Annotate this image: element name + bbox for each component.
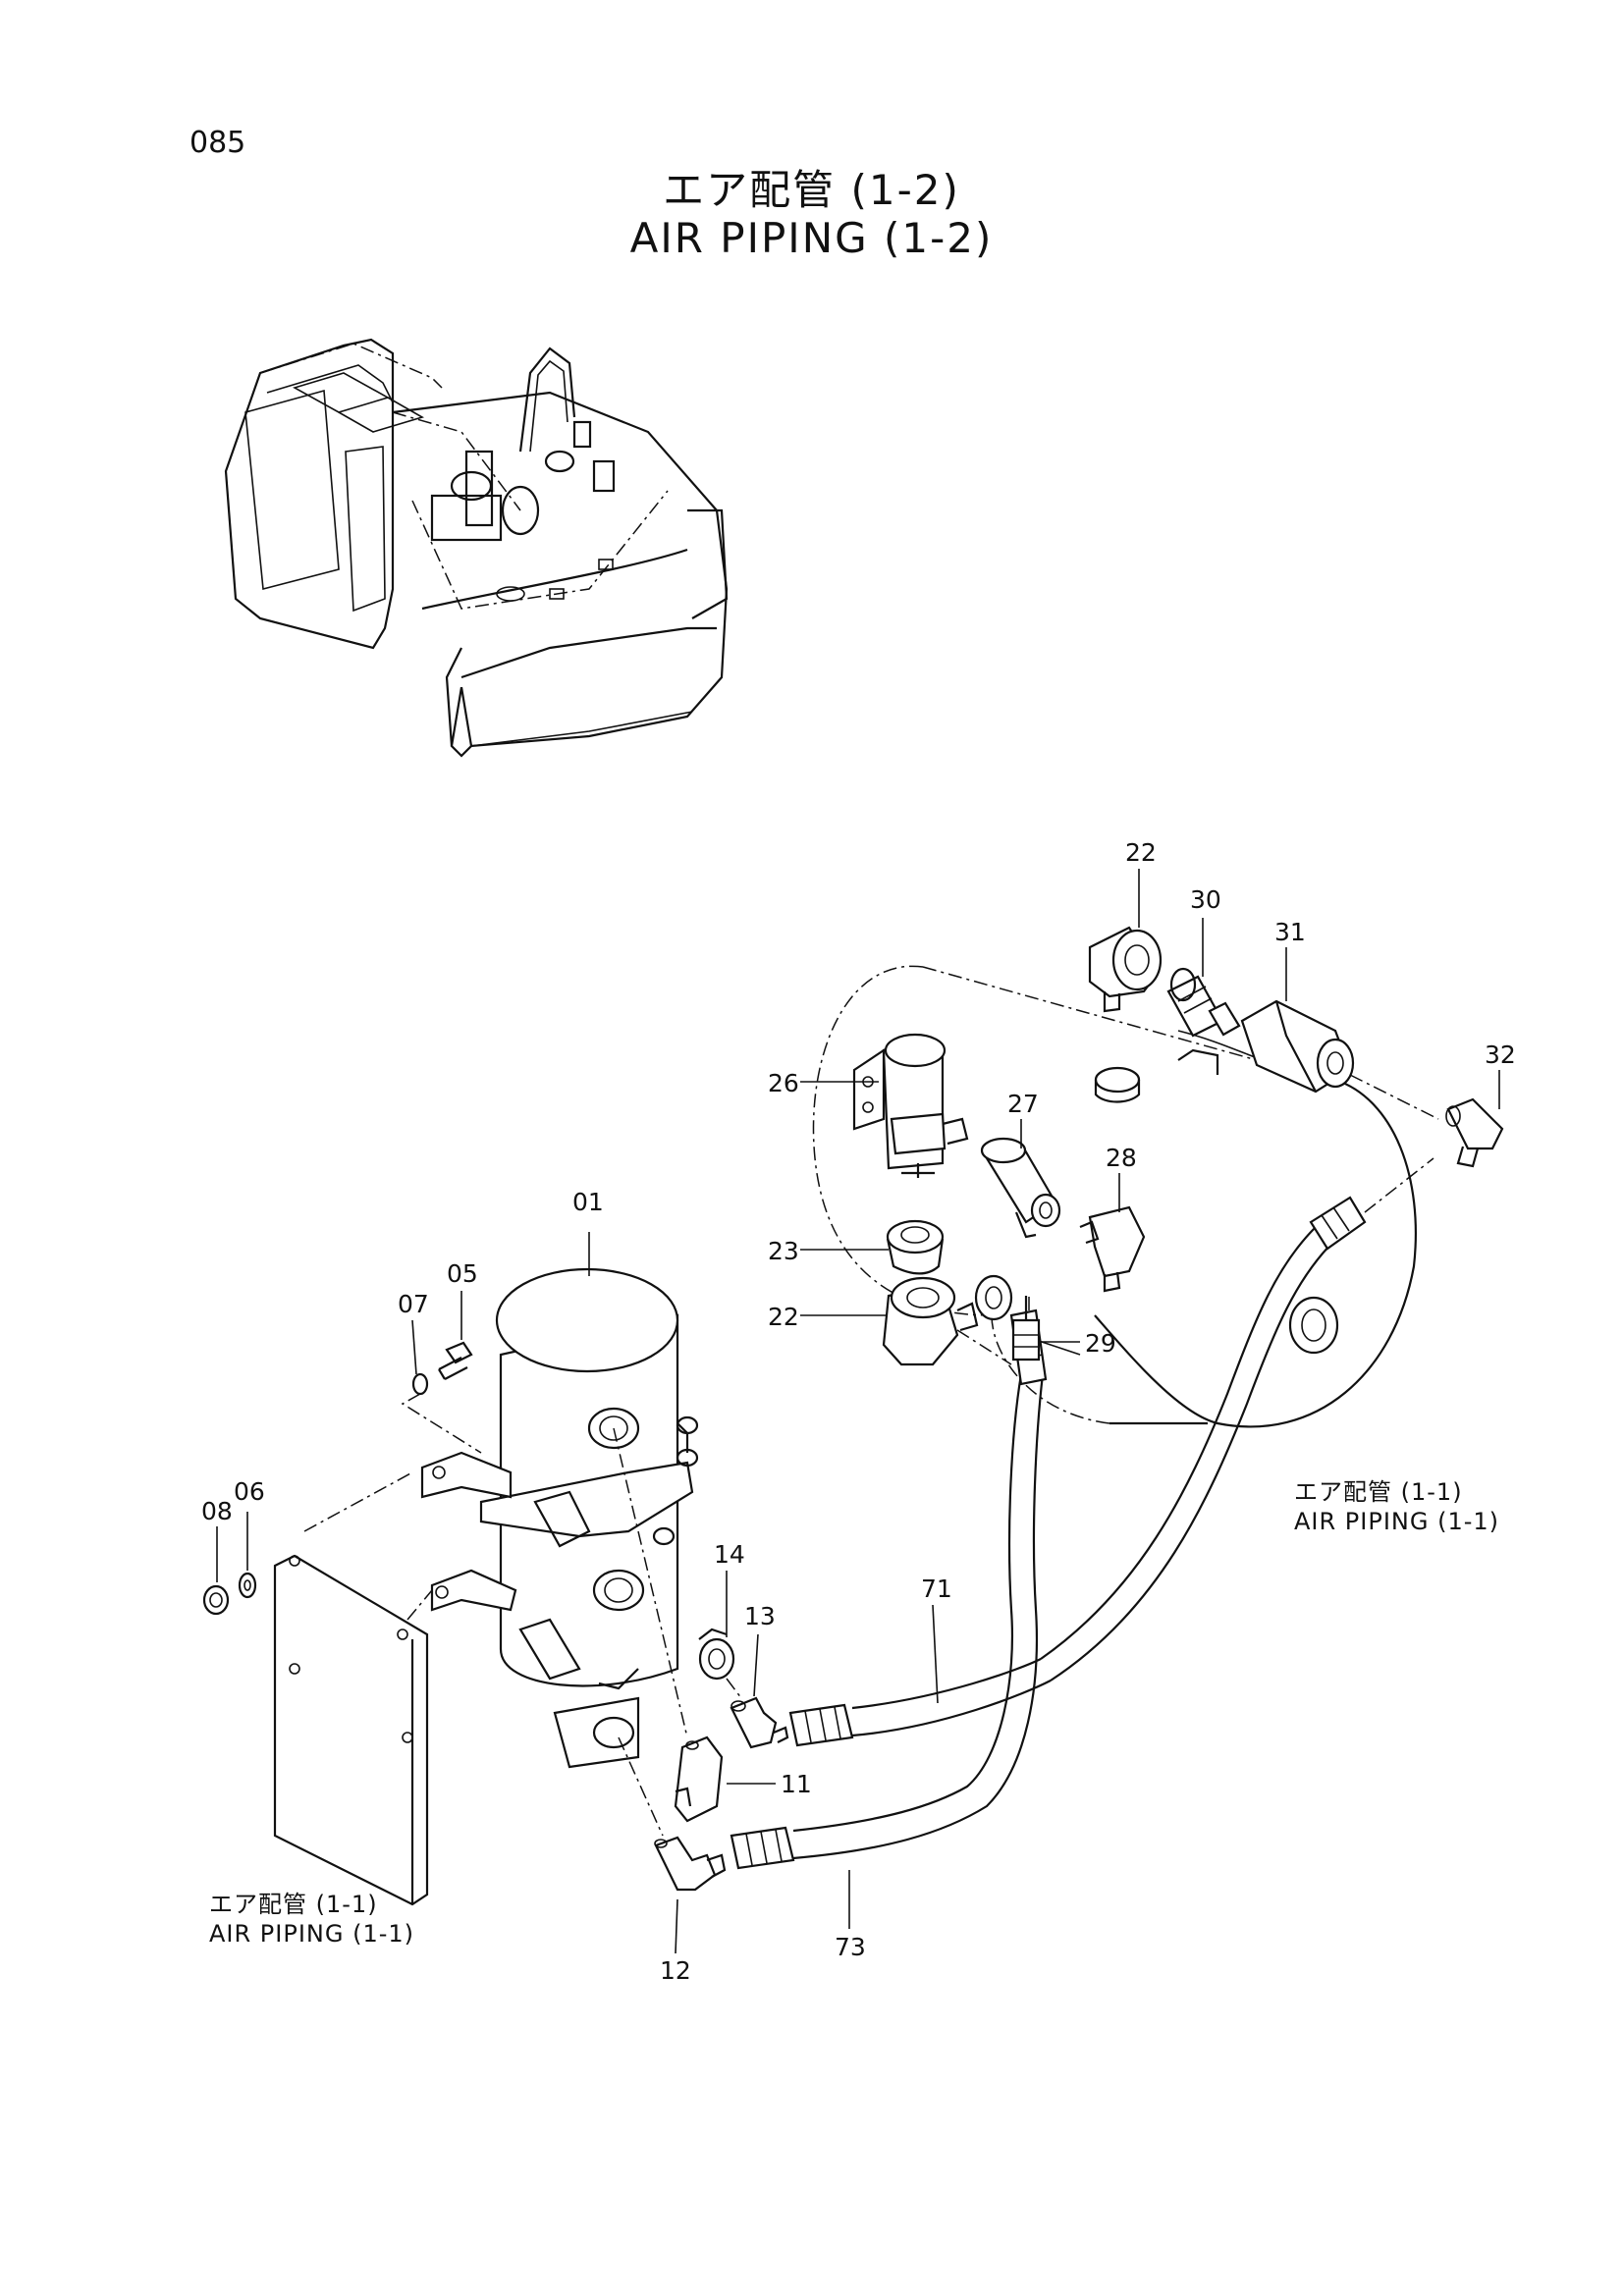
callout-31: 31	[1274, 918, 1306, 946]
valve-26	[852, 1033, 969, 1178]
reference-note-right: エア配管 (1-1) AIR PIPING (1-1)	[1294, 1477, 1499, 1536]
nipple-29	[1011, 1296, 1041, 1362]
reference-japanese: エア配管 (1-1)	[1294, 1478, 1463, 1506]
elbow-32	[1445, 1097, 1504, 1168]
excavator-overview-drawing	[224, 338, 729, 758]
callout-leaders	[216, 869, 1500, 1954]
callout-28: 28	[1106, 1144, 1137, 1172]
air-dryer	[420, 1267, 699, 1769]
elbow-22-lower	[882, 1274, 1013, 1366]
page-title-english: AIR PIPING (1-2)	[629, 214, 994, 262]
callout-05: 05	[447, 1259, 478, 1288]
callout-22-upper: 22	[1125, 838, 1157, 867]
callout-71: 71	[921, 1575, 952, 1603]
callout-30: 30	[1190, 885, 1221, 914]
tee-27	[980, 1137, 1061, 1239]
callout-22-lower: 22	[768, 1303, 799, 1331]
elbow-12	[654, 1836, 727, 1892]
page-number: 085	[189, 126, 246, 160]
reference-japanese: エア配管 (1-1)	[209, 1891, 378, 1918]
nut-and-washer	[202, 1572, 257, 1616]
callout-26: 26	[768, 1069, 799, 1097]
callout-27: 27	[1007, 1090, 1039, 1118]
hose-73	[730, 1296, 1048, 1870]
callout-labels: 01 05 07 08 06 14 13 11 12 71 73 22 30 3…	[201, 838, 1516, 1985]
elbow-13	[730, 1696, 789, 1749]
reference-english: AIR PIPING (1-1)	[1294, 1508, 1500, 1535]
callout-13: 13	[744, 1602, 776, 1630]
hose-71	[788, 1157, 1434, 1747]
callout-14: 14	[714, 1540, 745, 1569]
reference-english: AIR PIPING (1-1)	[209, 1920, 415, 1948]
callout-06: 06	[234, 1477, 265, 1506]
elbow-11	[674, 1735, 724, 1823]
reference-note-left: エア配管 (1-1) AIR PIPING (1-1)	[209, 1890, 414, 1949]
callout-08: 08	[201, 1497, 233, 1525]
mounting-plate	[273, 1471, 433, 1906]
callout-11: 11	[781, 1770, 812, 1798]
assembly-line	[618, 1736, 664, 1837]
callout-07: 07	[398, 1290, 429, 1318]
callout-23: 23	[768, 1237, 799, 1265]
callout-32: 32	[1485, 1041, 1516, 1069]
callout-73: 73	[835, 1933, 866, 1961]
assembly-line	[726, 1678, 742, 1699]
page-title-japanese: エア配管 (1-2)	[663, 166, 960, 214]
bushing-23	[886, 1219, 945, 1275]
connector-30	[1166, 967, 1241, 1038]
switch-31	[1240, 999, 1439, 1120]
callout-12: 12	[660, 1956, 691, 1985]
elbow-28	[1079, 1205, 1146, 1293]
fitting-14	[698, 1628, 735, 1681]
callout-29: 29	[1085, 1329, 1116, 1358]
elbow-22-upper	[1088, 926, 1163, 1103]
bolt-and-washer	[401, 1341, 482, 1454]
callout-01: 01	[572, 1188, 604, 1216]
